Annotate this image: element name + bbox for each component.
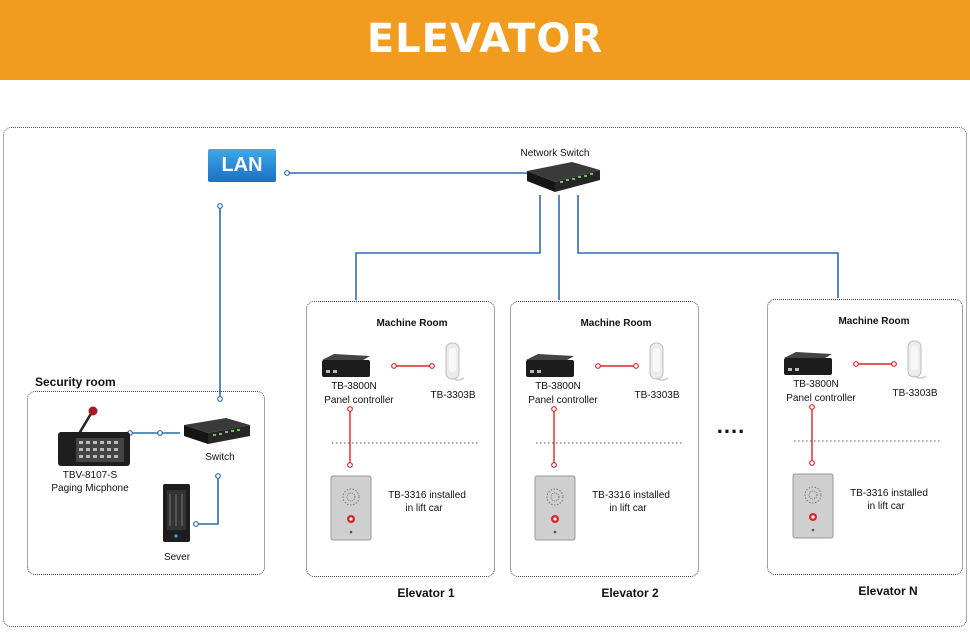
controller-model-label: TB-3800N [793,379,839,390]
more-elevators-ellipsis: .... [716,413,746,438]
elevator-n-box [767,299,963,575]
elevator-3-devices [784,340,940,539]
phone-model-label: TB-3303B [892,388,938,399]
elevator-2-devices [526,342,682,541]
security-room-box [27,391,265,575]
controller-name-label: Panel controller [324,395,394,406]
elevator-1-devices [322,342,478,541]
lift-panel-location-label: in lift car [867,501,905,512]
controller-name-label: Panel controller [528,395,598,406]
page-title: ELEVATOR [366,16,604,62]
lift-panel-model-label: TB-3316 installed [592,490,670,501]
paging-microphone-device [58,406,130,466]
controller-model-label: TB-3800N [331,381,377,392]
controller-model-label: TB-3800N [535,381,581,392]
phone-model-label: TB-3303B [634,390,680,401]
elevator-room-title: Machine Room [838,316,910,327]
network-switch-device [527,162,600,192]
elevator-room-title: Machine Room [580,318,652,329]
mic-name-label: Paging Micphone [51,483,129,494]
elevator-room-title: Machine Room [376,318,448,329]
controller-name-label: Panel controller [786,393,856,404]
lift-panel-location-label: in lift car [609,503,647,514]
security-switch-device [184,418,250,444]
switch-label: Switch [205,452,235,463]
lift-panel-device [330,475,372,541]
lift-panel-model-label: TB-3316 installed [388,490,466,501]
phone-model-label: TB-3303B [430,390,476,401]
security-room-title: Security room [35,375,116,389]
lift-panel-location-label: in lift car [405,503,443,514]
header-banner: ELEVATOR [0,0,970,80]
elevator-2-box [510,301,699,577]
diagram-frame [3,127,967,627]
lift-panel-device [792,473,834,539]
uplink-elevator-1 [355,195,541,300]
switch-to-server-line [196,476,219,525]
server-label: Sever [163,552,191,563]
uplink-elevator-n [577,195,839,298]
server-device [163,484,190,542]
lift-panel-model-label: TB-3316 installed [850,488,928,499]
elevator-name-label: Elevator 1 [397,586,455,600]
elevator-1-box [306,301,495,577]
mic-model-label: TBV-8107-S [62,470,118,481]
lift-panel-device [534,475,576,541]
lan-badge: LAN [208,149,276,182]
elevator-name-label: Elevator N [858,584,918,598]
network-switch-label: Network Switch [520,148,590,159]
elevator-name-label: Elevator 2 [601,586,659,600]
